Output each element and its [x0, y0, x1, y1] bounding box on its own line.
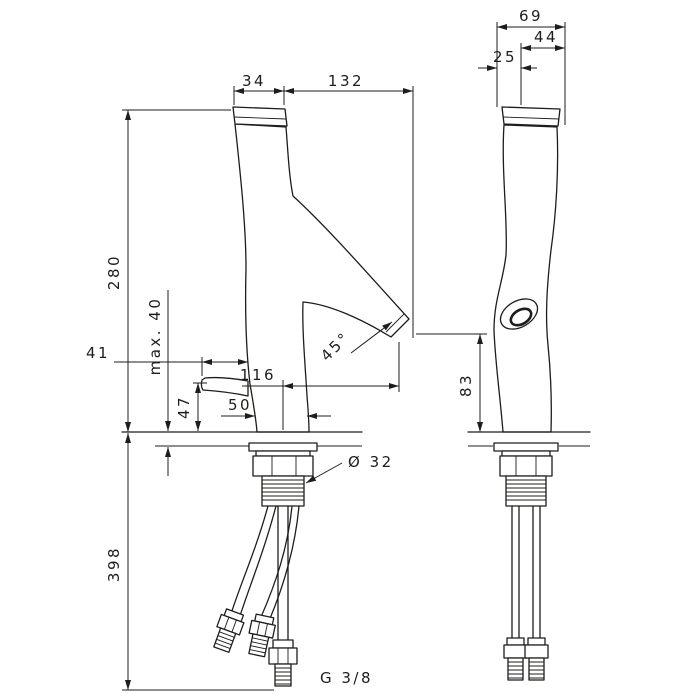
threaded-shank-side [505, 475, 547, 507]
nut-facets [271, 456, 297, 476]
dim-label-outlet-height: 83 [457, 373, 475, 397]
dim-lever-projection: 41 [86, 344, 248, 376]
mounting-nut [252, 455, 314, 477]
connector-thread-tube [528, 657, 545, 681]
pipe-connector-rear [524, 637, 549, 681]
dim-label-shank-diameter: Ø 32 [348, 453, 394, 471]
connector-thread-tube [507, 657, 524, 681]
connector-hex [524, 644, 549, 659]
dim-label-depth-front: 25 [493, 48, 517, 66]
dimensions-front: 34 132 280 max. 40 41 47 [86, 72, 414, 691]
connector-hex-facets [223, 617, 237, 633]
connector-threads [508, 661, 523, 679]
dim-max-mounting-thickness: max. 40 [146, 290, 171, 476]
connector-hex [268, 647, 298, 665]
deck-surface-front [121, 431, 363, 447]
threaded-shank [261, 475, 305, 507]
mounting-nut-side [499, 455, 553, 477]
dim-label-depth-overall: 69 [519, 7, 543, 25]
handle-cap-front [232, 106, 288, 127]
dim-label-connection-thread: G 3/8 [320, 669, 373, 687]
dim-label-spout-reach: 116 [240, 366, 276, 384]
dim-label-spout-angle: 45° [317, 328, 354, 365]
mounting-washer-side [493, 442, 559, 452]
connector-hex [503, 644, 528, 659]
faucet-front-outline [200, 106, 410, 433]
connector-neck [527, 637, 546, 646]
connector-neck [506, 637, 525, 646]
dim-spout-reach: 116 [240, 342, 400, 430]
dim-label-lever-projection: 41 [86, 344, 110, 362]
dim-base-width: 50 [221, 396, 331, 419]
dim-handle-width: 34 [233, 72, 285, 105]
side-view [467, 106, 591, 681]
hose-curved-left [230, 505, 277, 620]
mounting-collar [255, 450, 311, 457]
nut-facets-side [515, 456, 537, 476]
dim-depth-overall: 69 [496, 7, 566, 125]
lever-handle [200, 376, 249, 397]
hose-curved-right [260, 505, 300, 622]
supply-hoses-front [213, 505, 300, 687]
dim-overall-height: 280 [105, 109, 231, 432]
dim-label-handle-width: 34 [242, 72, 266, 90]
dim-shank-diameter: Ø 32 [305, 453, 394, 484]
leader-line [350, 321, 393, 354]
dim-label-overall-height: 280 [105, 254, 123, 290]
faucet-body-side [493, 124, 559, 433]
dim-lever-height: 47 [175, 382, 207, 431]
dim-outlet-height: 83 [416, 333, 487, 432]
dimensions-side: 69 44 25 83 [416, 7, 566, 432]
dim-handle-to-spout-tip: 132 [284, 72, 414, 338]
leader-line [305, 462, 343, 484]
dim-label-base-width: 50 [228, 396, 252, 414]
hose-connector-left [213, 608, 245, 653]
front-view [121, 106, 410, 687]
dim-label-max-mounting-thickness: max. 40 [146, 297, 164, 376]
pipe-connector-front [503, 637, 528, 681]
dim-label-lever-height: 47 [175, 395, 193, 419]
mounting-hardware-front [248, 442, 318, 507]
connector-threads [249, 637, 268, 654]
handle-band-front [233, 116, 287, 120]
mounting-collar-side [501, 450, 551, 457]
supply-pipes-side [511, 505, 541, 639]
connector-threads [275, 667, 291, 685]
mounting-hardware-side [493, 442, 559, 681]
deck-surface-side [467, 431, 591, 447]
dim-hose-length: 398 [105, 433, 274, 691]
handle-band-side [502, 116, 560, 120]
connector-neck [272, 639, 294, 649]
connector-thread-tube [213, 627, 237, 653]
dim-connection-thread: G 3/8 [320, 669, 373, 687]
connector-threads [529, 661, 544, 679]
faucet-side-outline [493, 106, 561, 433]
connector-threads [215, 631, 235, 649]
dim-label-handle-to-spout-tip: 132 [328, 72, 364, 90]
handle-cap-side [501, 106, 561, 127]
aerator-oval [509, 307, 533, 327]
shank-threads [262, 479, 304, 501]
dim-label-depth-rear: 44 [534, 28, 558, 46]
mounting-washer [248, 442, 318, 452]
shank-threads-side [506, 479, 546, 501]
extension-lines [496, 22, 566, 125]
dim-depth-rear: 44 [520, 28, 565, 105]
connector-hex-facets [277, 648, 289, 664]
connector-thread-tube [248, 633, 270, 658]
connector-thread-tube [274, 663, 292, 687]
dim-depth-front: 25 [478, 48, 537, 71]
hose-connector-mid [248, 613, 276, 658]
hose-connector-center [268, 639, 298, 687]
connector-hex-facets [256, 621, 268, 637]
spout-outlet-oval [499, 298, 539, 330]
dim-label-hose-length: 398 [105, 546, 123, 582]
